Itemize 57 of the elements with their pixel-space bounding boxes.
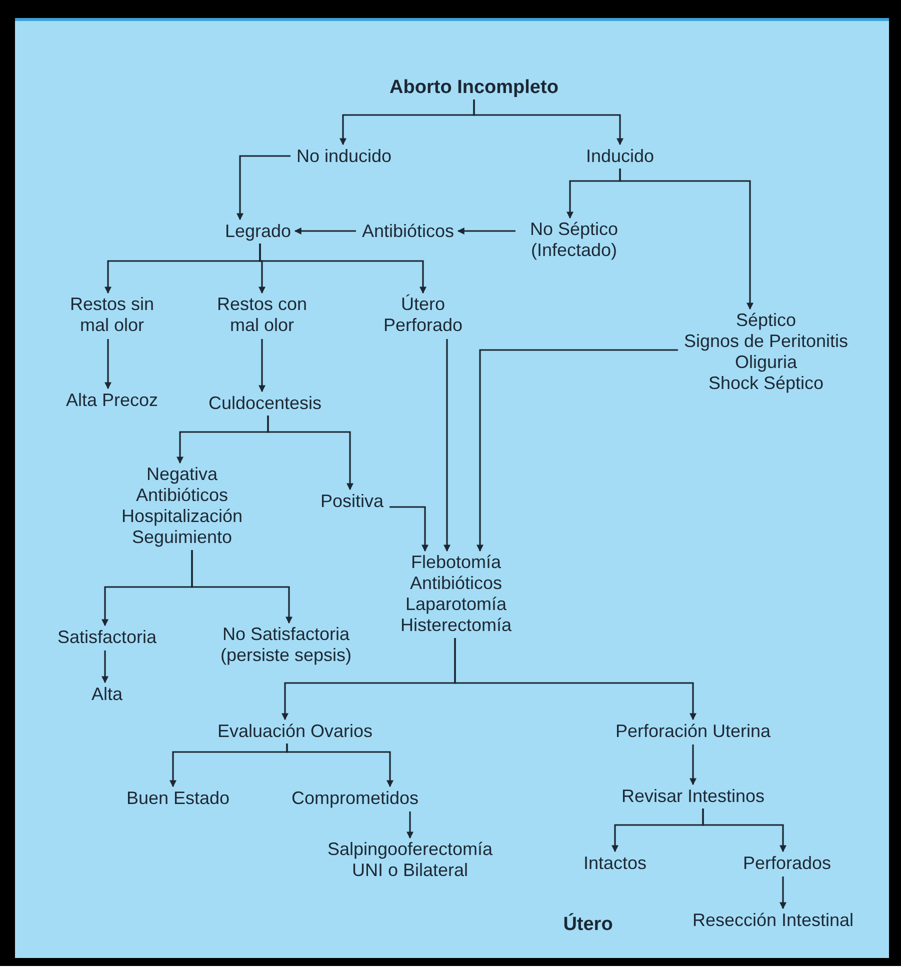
arrow [702, 808, 786, 852]
node-label: Culdocentesis [208, 392, 322, 414]
node-label: Perforados [742, 852, 832, 874]
node-label: No inducido [296, 146, 392, 166]
arrow [454, 638, 696, 720]
arrow [476, 349, 678, 552]
node-label: Positiva [320, 490, 384, 512]
node-label: Salpingooferectomía UNI o Bilateral [326, 839, 494, 881]
arrow [690, 744, 696, 786]
node-label: Buen Estado [126, 788, 230, 808]
node-label: Restos con mal olor [216, 294, 308, 336]
arrow [258, 339, 266, 392]
node-label: Satisfactoria [57, 626, 157, 648]
arrow [236, 155, 290, 220]
node-label: Restos sin mal olor [68, 294, 156, 336]
arrow [473, 100, 624, 146]
arrow [444, 339, 450, 552]
arrow [619, 168, 754, 310]
node-label: Perforación Uterina [615, 720, 771, 742]
node-label: Negativa [145, 464, 219, 485]
node-label: Aborto Incompleto [390, 76, 558, 98]
node-label: Histerectomía [400, 615, 512, 636]
node-label: Shock Séptico [707, 373, 825, 394]
node-label: Útero Perforado [382, 294, 464, 336]
node-label: Comprometidos [291, 788, 419, 808]
arrow [780, 876, 786, 910]
node-label: Antibióticos [362, 220, 454, 242]
node-label: Evaluación Ovarios [217, 720, 373, 742]
node-label: No Séptico (Infectado) [528, 219, 620, 261]
arrow [102, 650, 108, 684]
node-label: No Satisfactoria (persiste sepsis) [219, 624, 353, 666]
node-label: Inducido [586, 146, 654, 166]
arrow [457, 228, 516, 234]
node-label: Intactos [583, 852, 647, 874]
node-label: Flebotomía [410, 552, 502, 573]
arrow [104, 339, 112, 390]
node-label: Antibióticos [408, 573, 504, 594]
arrow [294, 228, 356, 234]
arrow [406, 812, 414, 839]
arrow [286, 744, 394, 788]
node-label: Alta [91, 684, 123, 704]
node-label: Legrado [224, 220, 292, 242]
node-label: Hospitalización [121, 506, 243, 527]
node-label: Seguimiento [130, 527, 234, 548]
node-label: Revisar Intestinos [621, 786, 765, 806]
node-label: Alta Precoz [66, 390, 158, 410]
arrow [191, 550, 292, 624]
node-label: Oliguria [734, 352, 798, 373]
node-label: Antibióticos [134, 485, 230, 506]
node-label: Laparotomía [404, 594, 508, 615]
node-label: Signos de Peritonitis [684, 331, 848, 352]
arrow [390, 506, 428, 552]
free-label: Útero [563, 914, 613, 936]
arrow [259, 244, 426, 294]
node-label: Resección Intestinal [692, 910, 854, 930]
arrow [267, 416, 354, 490]
node-label: Séptico [734, 310, 798, 331]
